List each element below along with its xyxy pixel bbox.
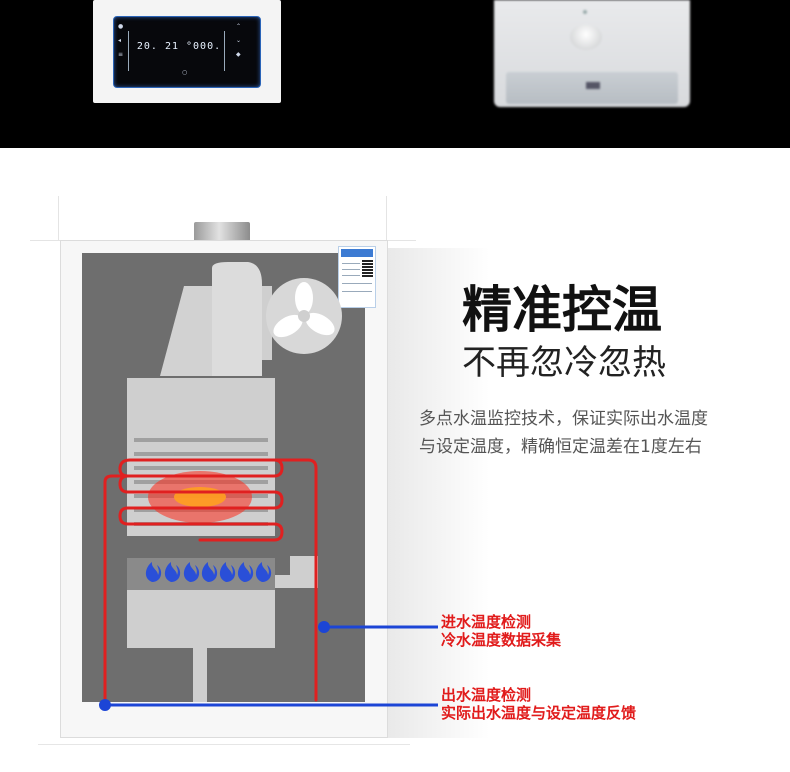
burner-base — [127, 590, 275, 648]
headline-title: 精准控温 — [462, 281, 662, 339]
knob — [570, 24, 602, 50]
power-icon: ○ — [182, 69, 188, 76]
outlet-callout: 出水温度检测 实际出水温度与设定温度反馈 — [441, 686, 636, 722]
heater-knob-photo — [494, 0, 690, 107]
outlet-sensor-dot — [99, 699, 111, 711]
callout-heading: 出水温度检测 — [441, 686, 532, 704]
feature-description: 多点水温监控技术，保证实际出水温度 与设定温度，精确恒定温差在1度左右 — [419, 405, 769, 461]
callout-heading: 进水温度检测 — [441, 613, 532, 631]
qr-code-icon — [362, 259, 373, 277]
control-panel-photo: ● ◂ ≡ ⌃ ⌄ ◆ ○ 20. 21 °000. — [93, 0, 281, 103]
flame-icons — [145, 562, 272, 582]
inlet-callout: 进水温度检测 冷水温度数据采集 — [441, 613, 561, 649]
gas-valve — [275, 556, 318, 588]
panel-down-icon: ⌄ — [236, 37, 242, 44]
panel-button-icon: ≡ — [118, 51, 124, 58]
panel-button-icon: ◂ — [118, 37, 122, 44]
description-line: 与设定温度，精确恒定温差在1度左右 — [419, 437, 702, 457]
panel-button-icon: ◆ — [236, 51, 241, 58]
fan-icon — [273, 282, 335, 338]
temperature-readout: 20. 21 °000. — [136, 41, 222, 52]
description-line: 多点水温监控技术，保证实际出水温度 — [419, 409, 708, 429]
headline-subtitle: 不再忽冷忽热 — [462, 343, 666, 383]
callout-detail: 实际出水温度与设定温度反馈 — [441, 704, 637, 722]
product-label-sticker — [338, 246, 376, 308]
gas-pipe — [193, 648, 207, 702]
top-banner: ● ◂ ≡ ⌃ ⌄ ◆ ○ 20. 21 °000. — [0, 0, 790, 148]
panel-up-icon: ⌃ — [236, 23, 242, 30]
panel-button-icon: ● — [118, 23, 124, 30]
control-panel-display: ● ◂ ≡ ⌃ ⌄ ◆ ○ 20. 21 °000. — [113, 16, 261, 88]
inlet-sensor-dot — [318, 621, 330, 633]
callout-detail: 冷水温度数据采集 — [441, 631, 562, 649]
heater-shadow — [370, 248, 490, 738]
blower-cover — [212, 262, 262, 376]
flue-pipe — [194, 222, 250, 242]
water-coil — [103, 458, 318, 702]
